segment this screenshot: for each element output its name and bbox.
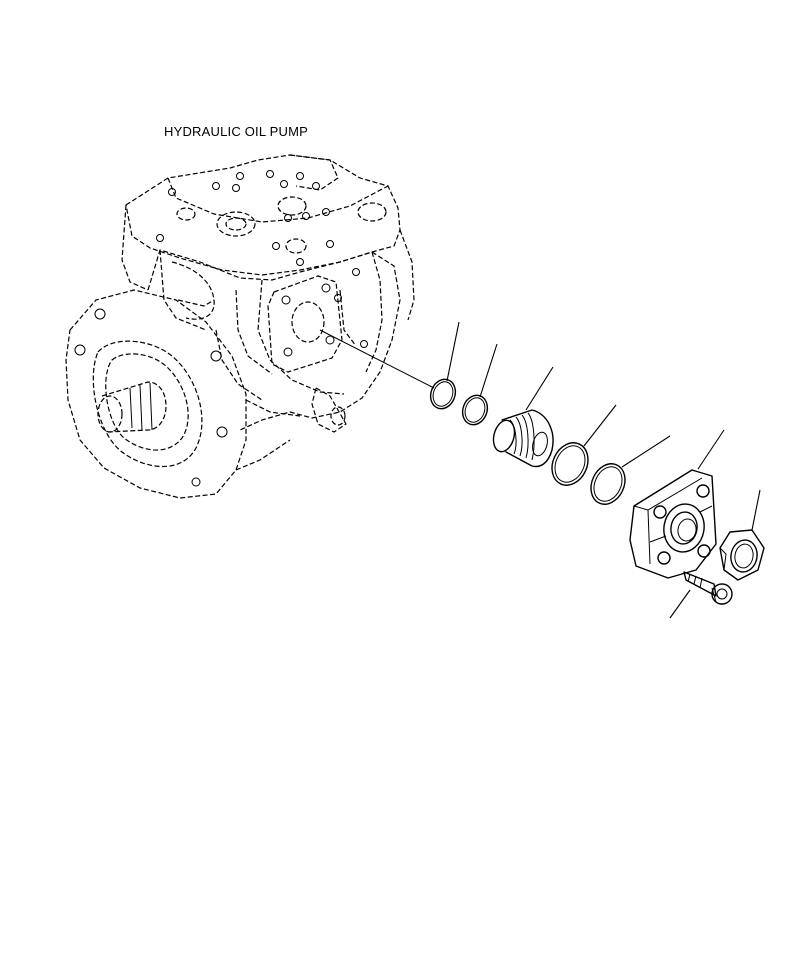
diagram-title: HYDRAULIC OIL PUMP bbox=[164, 124, 308, 139]
socket-head-bolt bbox=[669, 571, 733, 619]
o-ring-small-2 bbox=[461, 343, 498, 426]
o-ring-small-1 bbox=[429, 321, 460, 410]
threaded-plug-cartridge bbox=[492, 366, 554, 468]
assembly-axis-line bbox=[319, 329, 435, 389]
o-ring-large-1 bbox=[551, 404, 617, 486]
o-ring-large-2 bbox=[590, 435, 671, 505]
hex-nut bbox=[719, 489, 765, 581]
hydraulic-pump-body bbox=[65, 154, 415, 499]
flange-block bbox=[629, 429, 725, 579]
